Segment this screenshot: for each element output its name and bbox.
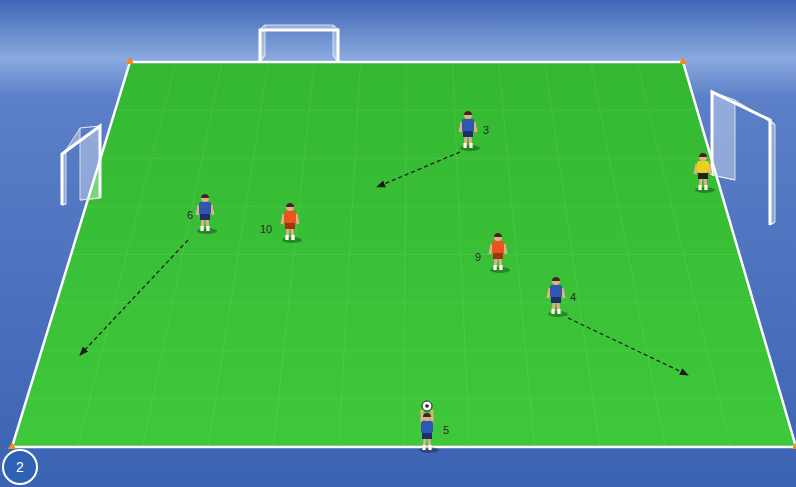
player-number: 9: [475, 251, 481, 263]
player-number: 3: [483, 124, 489, 136]
player-number: 10: [260, 223, 272, 235]
left-goal: [62, 126, 100, 205]
top-goal: [260, 25, 338, 62]
attacker-player: [419, 401, 439, 453]
run-arrow: [568, 318, 688, 375]
cone: [8, 442, 16, 449]
player-number: 4: [570, 291, 576, 303]
run-arrow: [80, 240, 188, 355]
defender-player: [490, 233, 510, 273]
cone: [679, 57, 687, 64]
figure-badge: [3, 450, 37, 484]
attacker-player: [548, 277, 568, 317]
pitch: [12, 62, 796, 447]
player-number: 6: [187, 209, 193, 221]
cone: [126, 57, 134, 64]
cone: [792, 442, 796, 449]
goalkeeper: [695, 153, 715, 193]
right-goal: [712, 92, 775, 225]
defender-player: [282, 203, 302, 243]
attacker-player: [197, 194, 217, 234]
player-number: 5: [443, 424, 449, 436]
figure-number: 2: [16, 459, 24, 475]
attacker-player: [460, 111, 480, 151]
run-arrow: [377, 152, 460, 187]
